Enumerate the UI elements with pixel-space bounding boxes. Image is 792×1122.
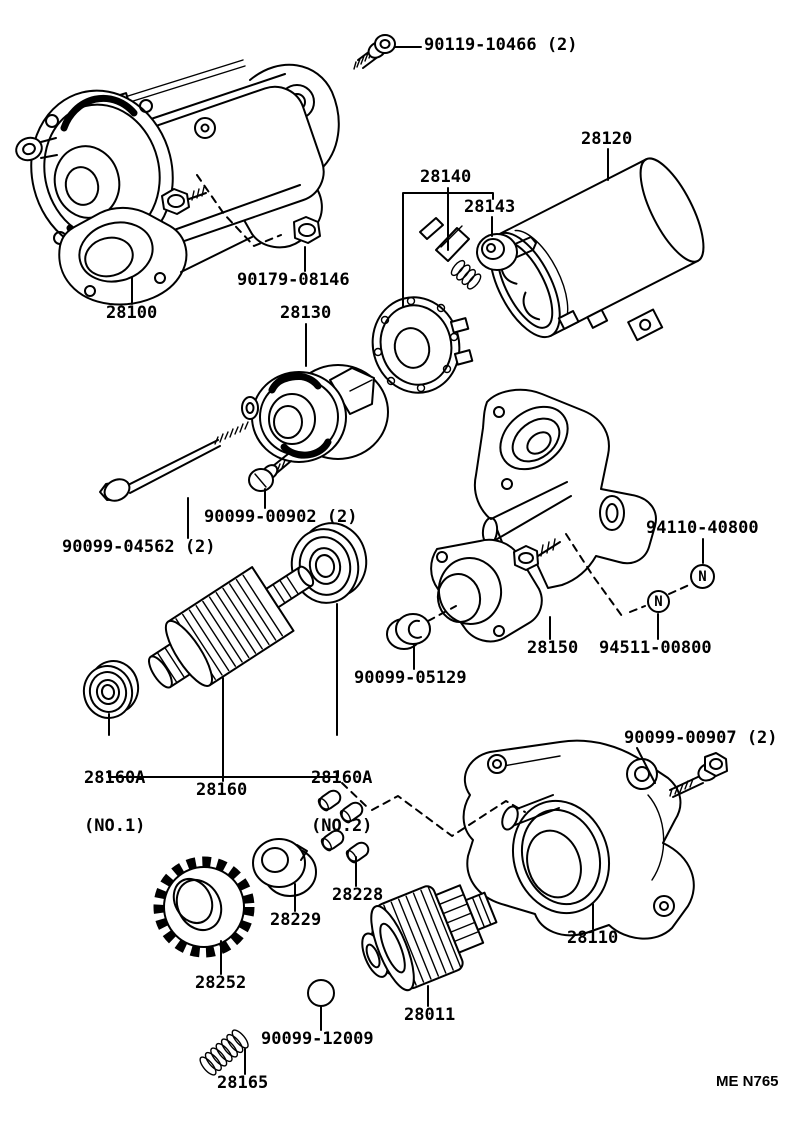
screw-90099-00902-art bbox=[248, 453, 292, 492]
leader-lines bbox=[108, 46, 704, 1075]
gear-28252-art bbox=[153, 856, 255, 958]
bolt-90099-00907-art bbox=[669, 752, 728, 798]
part-label-28160a-no2: 28160A (NO.2) bbox=[311, 738, 372, 850]
part-label-28160a-no2-line1: 28160A bbox=[311, 768, 373, 788]
part-label-28160a-no1: 28160A (NO.1) bbox=[84, 738, 145, 850]
part-label-28130: 28130 bbox=[280, 303, 332, 323]
part-label-28120: 28120 bbox=[581, 129, 633, 149]
brush-holder-28140-art bbox=[371, 217, 482, 394]
part-label-28252: 28252 bbox=[195, 973, 247, 993]
dashed-alignment-lines bbox=[196, 174, 690, 837]
part-label-28165: 28165 bbox=[217, 1073, 269, 1093]
through-bolt-90099-04562-art bbox=[99, 421, 249, 502]
part-label-90099-00907: 90099-00907 (2) bbox=[624, 728, 778, 748]
part-label-90119-10466: 90119-10466 (2) bbox=[424, 35, 578, 55]
part-label-94511-00800: 94511-00800 bbox=[599, 638, 712, 658]
part-label-28140: 28140 bbox=[420, 167, 472, 187]
part-label-28100: 28100 bbox=[106, 303, 158, 323]
center-housing-28150-art bbox=[430, 388, 657, 643]
drive-housing-28110-art bbox=[462, 739, 695, 940]
clutch-28011-art bbox=[361, 884, 498, 992]
part-label-28229: 28229 bbox=[270, 910, 322, 930]
part-label-28143: 28143 bbox=[464, 197, 516, 217]
part-label-28160: 28160 bbox=[196, 780, 248, 800]
part-label-28160a-no1-line2: (NO.1) bbox=[84, 816, 146, 836]
bolt-90119-art bbox=[353, 34, 396, 70]
nut-90179-art bbox=[293, 216, 321, 244]
part-label-28150: 28150 bbox=[527, 638, 579, 658]
part-label-90099-05129: 90099-05129 bbox=[354, 668, 467, 688]
starter-assembly-art bbox=[15, 59, 340, 306]
part-label-90099-12009: 90099-12009 bbox=[261, 1029, 374, 1049]
part-label-28228: 28228 bbox=[332, 885, 384, 905]
grommet-90099-05129-art bbox=[386, 613, 431, 650]
bearing-28160a-no1-art bbox=[82, 660, 140, 719]
nut-symbol-upper: N bbox=[690, 564, 715, 589]
part-label-28160a-no2-line2: (NO.2) bbox=[311, 816, 373, 836]
brush-28143-art bbox=[476, 233, 537, 271]
part-label-28160a-no1-line1: 28160A bbox=[84, 768, 146, 788]
sheet-code: ME N765 bbox=[716, 1073, 779, 1090]
rollers-28228-art bbox=[317, 789, 370, 864]
part-label-94110-40800: 94110-40800 bbox=[646, 518, 759, 538]
armature-28160-art bbox=[147, 565, 315, 689]
collar-28229-art bbox=[252, 838, 317, 897]
ball-90099-12009-art bbox=[307, 979, 335, 1007]
magnet-switch-28130-art bbox=[241, 364, 389, 463]
nut-symbol-lower: N bbox=[647, 590, 670, 613]
part-label-28011: 28011 bbox=[404, 1005, 456, 1025]
part-label-90099-00902: 90099-00902 (2) bbox=[204, 507, 358, 527]
part-label-28110: 28110 bbox=[567, 928, 619, 948]
part-label-90099-04562: 90099-04562 (2) bbox=[62, 537, 216, 557]
part-label-90179-08146: 90179-08146 bbox=[237, 270, 350, 290]
spring-28165-art bbox=[199, 1029, 249, 1076]
field-frame-28120-art bbox=[489, 157, 705, 342]
